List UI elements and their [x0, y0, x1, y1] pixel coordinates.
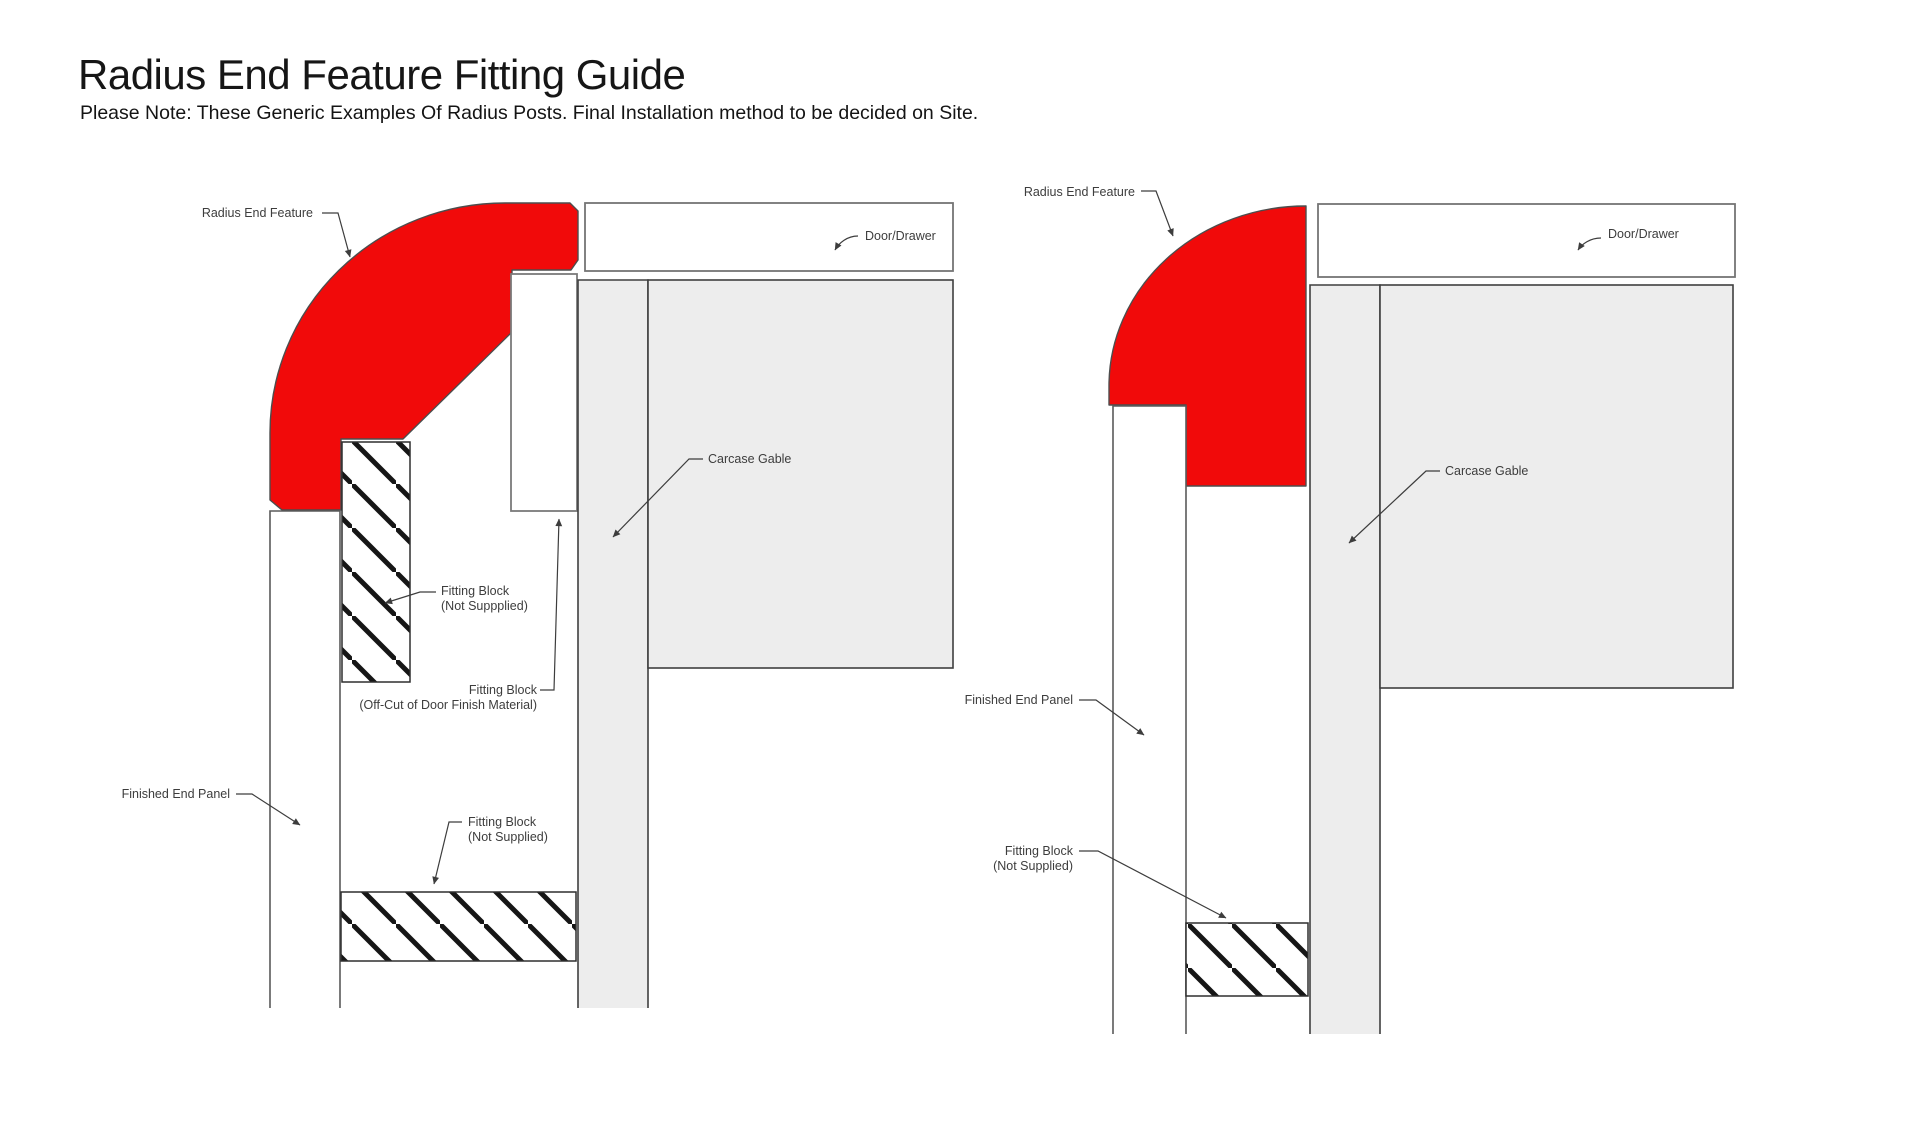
label-fitting-block-top-left: Fitting Block (Not Suppplied) — [441, 584, 528, 614]
leader-carcase-gable-right — [1348, 470, 1440, 544]
carcase-body-shape-left — [647, 279, 954, 669]
leader-door-drawer-left — [834, 235, 859, 251]
carcase-body-shape-right — [1379, 284, 1734, 689]
label-door-drawer-left: Door/Drawer — [865, 229, 936, 243]
leader-radius-end-feature-left — [322, 212, 352, 258]
label-fitting-block-offcut-left-line1: Fitting Block — [468, 683, 537, 697]
label-fitting-block-bottom-left-line1: Fitting Block — [468, 815, 537, 829]
fitting-block-top-shape-left — [341, 441, 411, 683]
label-fitting-block-bottom-left-line2: (Not Supplied) — [468, 830, 548, 844]
leader-radius-end-feature-right — [1141, 190, 1174, 237]
leader-carcase-gable-left — [612, 458, 703, 538]
label-fitting-block-top-left-line1: Fitting Block — [441, 584, 510, 598]
leader-fitting-block-top-left — [384, 591, 436, 605]
finished-end-panel-shape-left — [269, 510, 341, 1008]
label-door-drawer-right: Door/Drawer — [1608, 227, 1679, 241]
carcase-gable-shape-left — [577, 279, 649, 1008]
radius-end-feature-shape-left — [269, 202, 579, 511]
leader-finished-end-panel-left — [236, 793, 301, 826]
label-fitting-block-right: Fitting Block (Not Supplied) — [993, 844, 1073, 874]
carcase-gable-shape-right — [1309, 284, 1381, 1034]
leader-fitting-block-offcut-left — [540, 518, 563, 691]
finished-end-panel-shape-right — [1112, 405, 1187, 1034]
door-drawer-shape-left — [584, 202, 954, 272]
fitting-block-bottom-shape-left — [340, 891, 577, 962]
label-fitting-block-bottom-left: Fitting Block (Not Supplied) — [468, 815, 548, 845]
radius-end-feature-shape-right — [1108, 205, 1307, 487]
leader-finished-end-panel-right — [1079, 699, 1145, 736]
page-title: Radius End Feature Fitting Guide — [78, 51, 686, 98]
label-fitting-block-top-left-line2: (Not Suppplied) — [441, 599, 528, 613]
label-radius-end-feature-right: Radius End Feature — [1023, 185, 1135, 199]
page-subtitle: Please Note: These Generic Examples Of R… — [80, 102, 979, 124]
label-fitting-block-offcut-left-line2: (Off-Cut of Door Finish Material) — [359, 698, 537, 712]
leader-fitting-block-right — [1079, 850, 1227, 919]
fitting-block-shape-right — [1185, 922, 1309, 997]
door-drawer-shape-right — [1317, 203, 1736, 278]
label-finished-end-panel-left: Finished End Panel — [121, 787, 230, 801]
leader-fitting-block-bottom-left — [432, 821, 462, 885]
label-carcase-gable-right: Carcase Gable — [1445, 464, 1529, 478]
label-fitting-block-right-line2: (Not Supplied) — [993, 859, 1073, 873]
offcut-strip-shape-left — [510, 273, 578, 512]
label-fitting-block-offcut-left: Fitting Block (Off-Cut of Door Finish Ma… — [359, 683, 537, 713]
leader-door-drawer-right — [1577, 237, 1602, 251]
label-fitting-block-right-line1: Fitting Block — [1004, 844, 1073, 858]
label-finished-end-panel-right: Finished End Panel — [964, 693, 1073, 707]
label-carcase-gable-left: Carcase Gable — [708, 452, 792, 466]
label-radius-end-feature-left: Radius End Feature — [201, 206, 313, 220]
